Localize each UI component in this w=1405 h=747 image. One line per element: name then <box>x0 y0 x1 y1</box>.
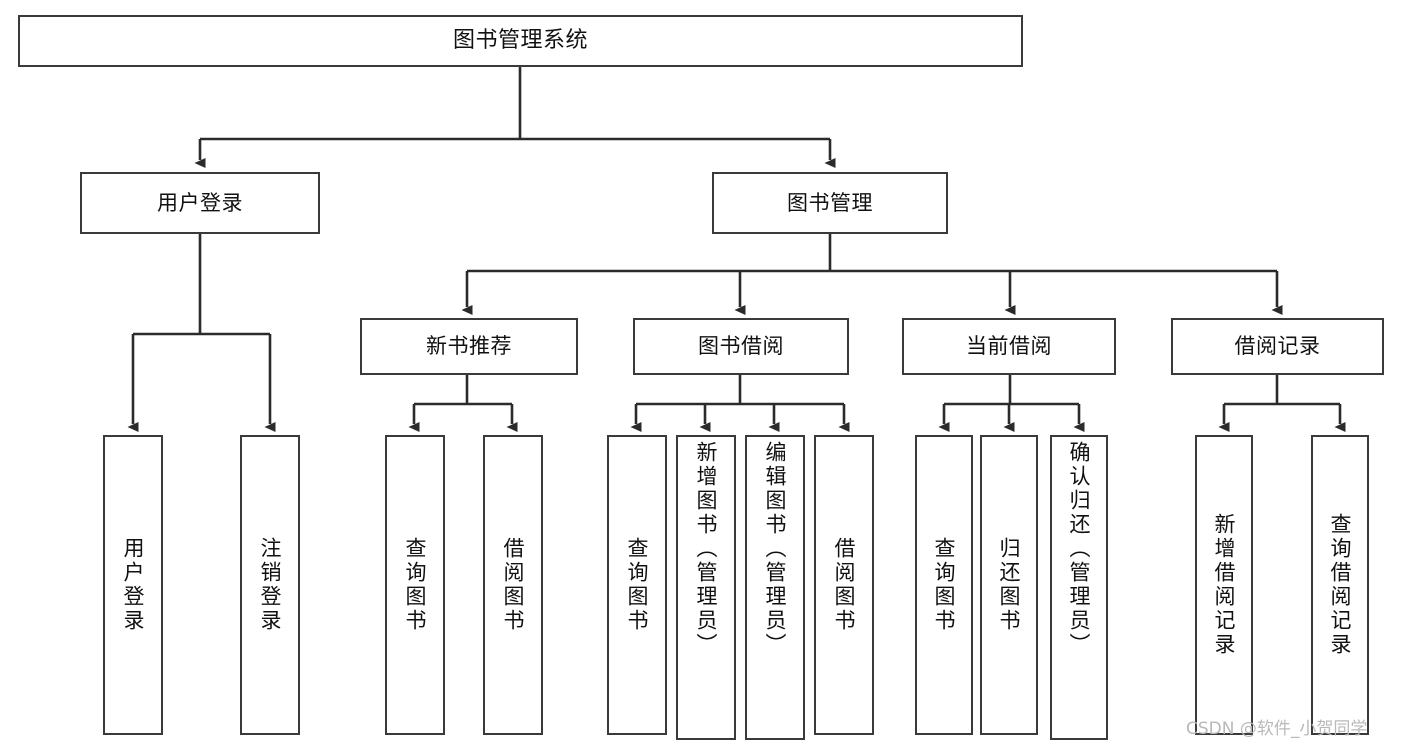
node-label: 查询图书 <box>403 537 428 633</box>
node-current-borrow[interactable]: 当前借阅 <box>902 318 1116 375</box>
node-label: 新书推荐 <box>426 334 512 359</box>
leaf-borrow-query-book[interactable]: 查询图书 <box>607 435 667 735</box>
node-borrow-record[interactable]: 借阅记录 <box>1171 318 1384 375</box>
leaf-current-return-book[interactable]: 归还图书 <box>980 435 1038 735</box>
watermark-text: CSDN @软件_小贺同学 <box>1186 719 1368 739</box>
leaf-recommend-query-book[interactable]: 查询图书 <box>385 435 445 735</box>
node-label: 图书借阅 <box>698 334 784 359</box>
node-label: 图书管理 <box>787 190 873 215</box>
node-label: 新增图书（管理员） <box>694 441 719 657</box>
node-label: 当前借阅 <box>966 334 1052 359</box>
leaf-borrow-edit-book-admin[interactable]: 编辑图书（管理员） <box>745 435 805 740</box>
node-label: 借阅图书 <box>501 537 526 633</box>
node-label: 注销登录 <box>258 537 283 633</box>
node-label: 借阅图书 <box>832 537 857 633</box>
node-new-book-recommend[interactable]: 新书推荐 <box>360 318 578 375</box>
node-label: 编辑图书（管理员） <box>763 441 788 657</box>
node-user-login[interactable]: 用户登录 <box>80 172 320 234</box>
leaf-record-query-record[interactable]: 查询借阅记录 <box>1311 435 1369 735</box>
node-label: 查询借阅记录 <box>1328 513 1353 657</box>
node-label: 查询图书 <box>625 537 650 633</box>
leaf-current-confirm-return-admin[interactable]: 确认归还（管理员） <box>1050 435 1108 740</box>
node-label: 图书管理系统 <box>452 28 588 54</box>
node-root-system[interactable]: 图书管理系统 <box>18 15 1023 67</box>
leaf-recommend-borrow-book[interactable]: 借阅图书 <box>483 435 543 735</box>
node-book-borrow[interactable]: 图书借阅 <box>633 318 849 375</box>
node-label: 借阅记录 <box>1234 334 1321 359</box>
leaf-borrow-add-book-admin[interactable]: 新增图书（管理员） <box>676 435 736 740</box>
node-label: 新增借阅记录 <box>1212 513 1237 657</box>
leaf-user-login-logout[interactable]: 注销登录 <box>240 435 300 735</box>
node-label: 归还图书 <box>997 537 1022 633</box>
leaf-record-add-record[interactable]: 新增借阅记录 <box>1195 435 1253 735</box>
node-label: 用户登录 <box>157 190 243 215</box>
node-label: 查询图书 <box>932 537 957 633</box>
node-book-management[interactable]: 图书管理 <box>712 172 948 234</box>
leaf-current-query-book[interactable]: 查询图书 <box>915 435 973 735</box>
node-label: 确认归还（管理员） <box>1067 441 1092 657</box>
leaf-borrow-borrow-book[interactable]: 借阅图书 <box>814 435 874 735</box>
leaf-user-login-login[interactable]: 用户登录 <box>103 435 163 735</box>
node-label: 用户登录 <box>121 537 146 633</box>
